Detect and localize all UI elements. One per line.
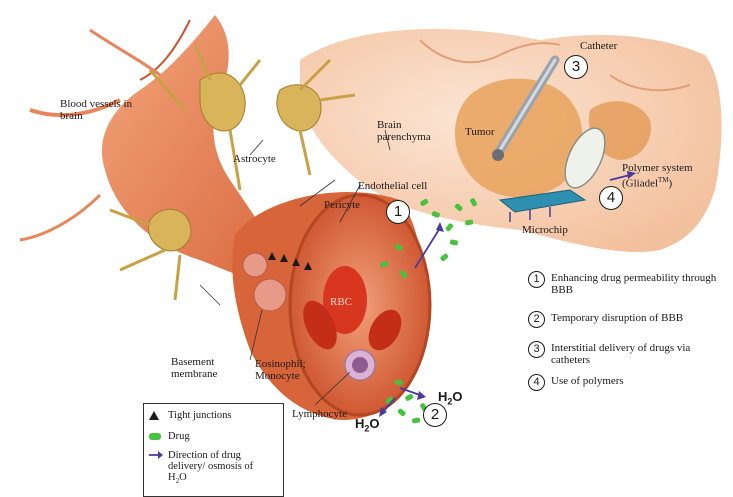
legend-text: Tight junctions (168, 410, 232, 421)
label-blood-vessels: Blood vessels in brain (60, 98, 140, 122)
key-item-2: 2 Temporary disruption of BBB (528, 311, 721, 328)
marker-2: 2 (423, 403, 447, 427)
label-lymphocyte: Lymphocyte (292, 408, 347, 420)
polymer-tm: TM (658, 176, 669, 184)
legend-text: Drug (168, 431, 190, 442)
label-tumor: Tumor (465, 126, 495, 138)
label-basement-membrane: Basement membrane (171, 356, 231, 380)
key-text: Use of polymers (551, 374, 721, 387)
legend-item-drug: Drug (148, 431, 190, 444)
legend-item-direction: Direction of drug delivery/ osmosis of H… (148, 450, 258, 487)
key-item-1: 1 Enhancing drug permeability through BBB (528, 271, 721, 296)
h2o-label-left: H2O (355, 416, 380, 434)
key-text: Temporary disruption of BBB (551, 311, 721, 324)
h2o-h: H (355, 416, 364, 431)
label-microchip: Microchip (522, 224, 568, 236)
marker-1: 1 (386, 200, 410, 224)
label-polymer-system: Polymer system (GliadelTM) (622, 162, 712, 190)
label-pericyte: Pericyte (324, 199, 360, 211)
legend: Tight junctions Drug Direction of drug d… (143, 403, 284, 497)
h2o-label-right: H2O (438, 389, 463, 407)
key-item-3: 3 Interstitial delivery of drugs via cath… (528, 341, 721, 366)
key-number: 4 (528, 374, 545, 391)
polymer-close: ) (669, 178, 673, 190)
h2o-o: O (369, 416, 379, 431)
h2o-h: H (438, 389, 447, 404)
legend-direction-end: O (179, 472, 187, 483)
key-number: 3 (528, 341, 545, 358)
label-eosinophil-monocyte: Eosinophil; Monocyte (255, 358, 325, 382)
marker-3: 3 (564, 55, 588, 79)
marker-4: 4 (599, 186, 623, 210)
triangle-icon (148, 410, 168, 424)
key-number: 2 (528, 311, 545, 328)
legend-item-tight-junctions: Tight junctions (148, 410, 232, 424)
label-brain-parenchyma: Brain parenchyma (377, 119, 447, 143)
key-text: Enhancing drug permeability through BBB (551, 271, 721, 296)
key-number: 1 (528, 271, 545, 288)
legend-text: Direction of drug delivery/ osmosis of H… (168, 450, 258, 487)
key-item-4: 4 Use of polymers (528, 374, 721, 391)
h2o-o: O (452, 389, 462, 404)
key-text: Interstitial delivery of drugs via cathe… (551, 341, 721, 366)
label-endothelial-cell: Endothelial cell (358, 180, 427, 192)
label-astrocyte: Astrocyte (233, 153, 276, 165)
arrow-right-icon (148, 450, 168, 463)
label-catheter: Catheter (580, 40, 617, 52)
drug-pill-icon (148, 431, 168, 444)
label-rbc: RBC (330, 296, 352, 308)
